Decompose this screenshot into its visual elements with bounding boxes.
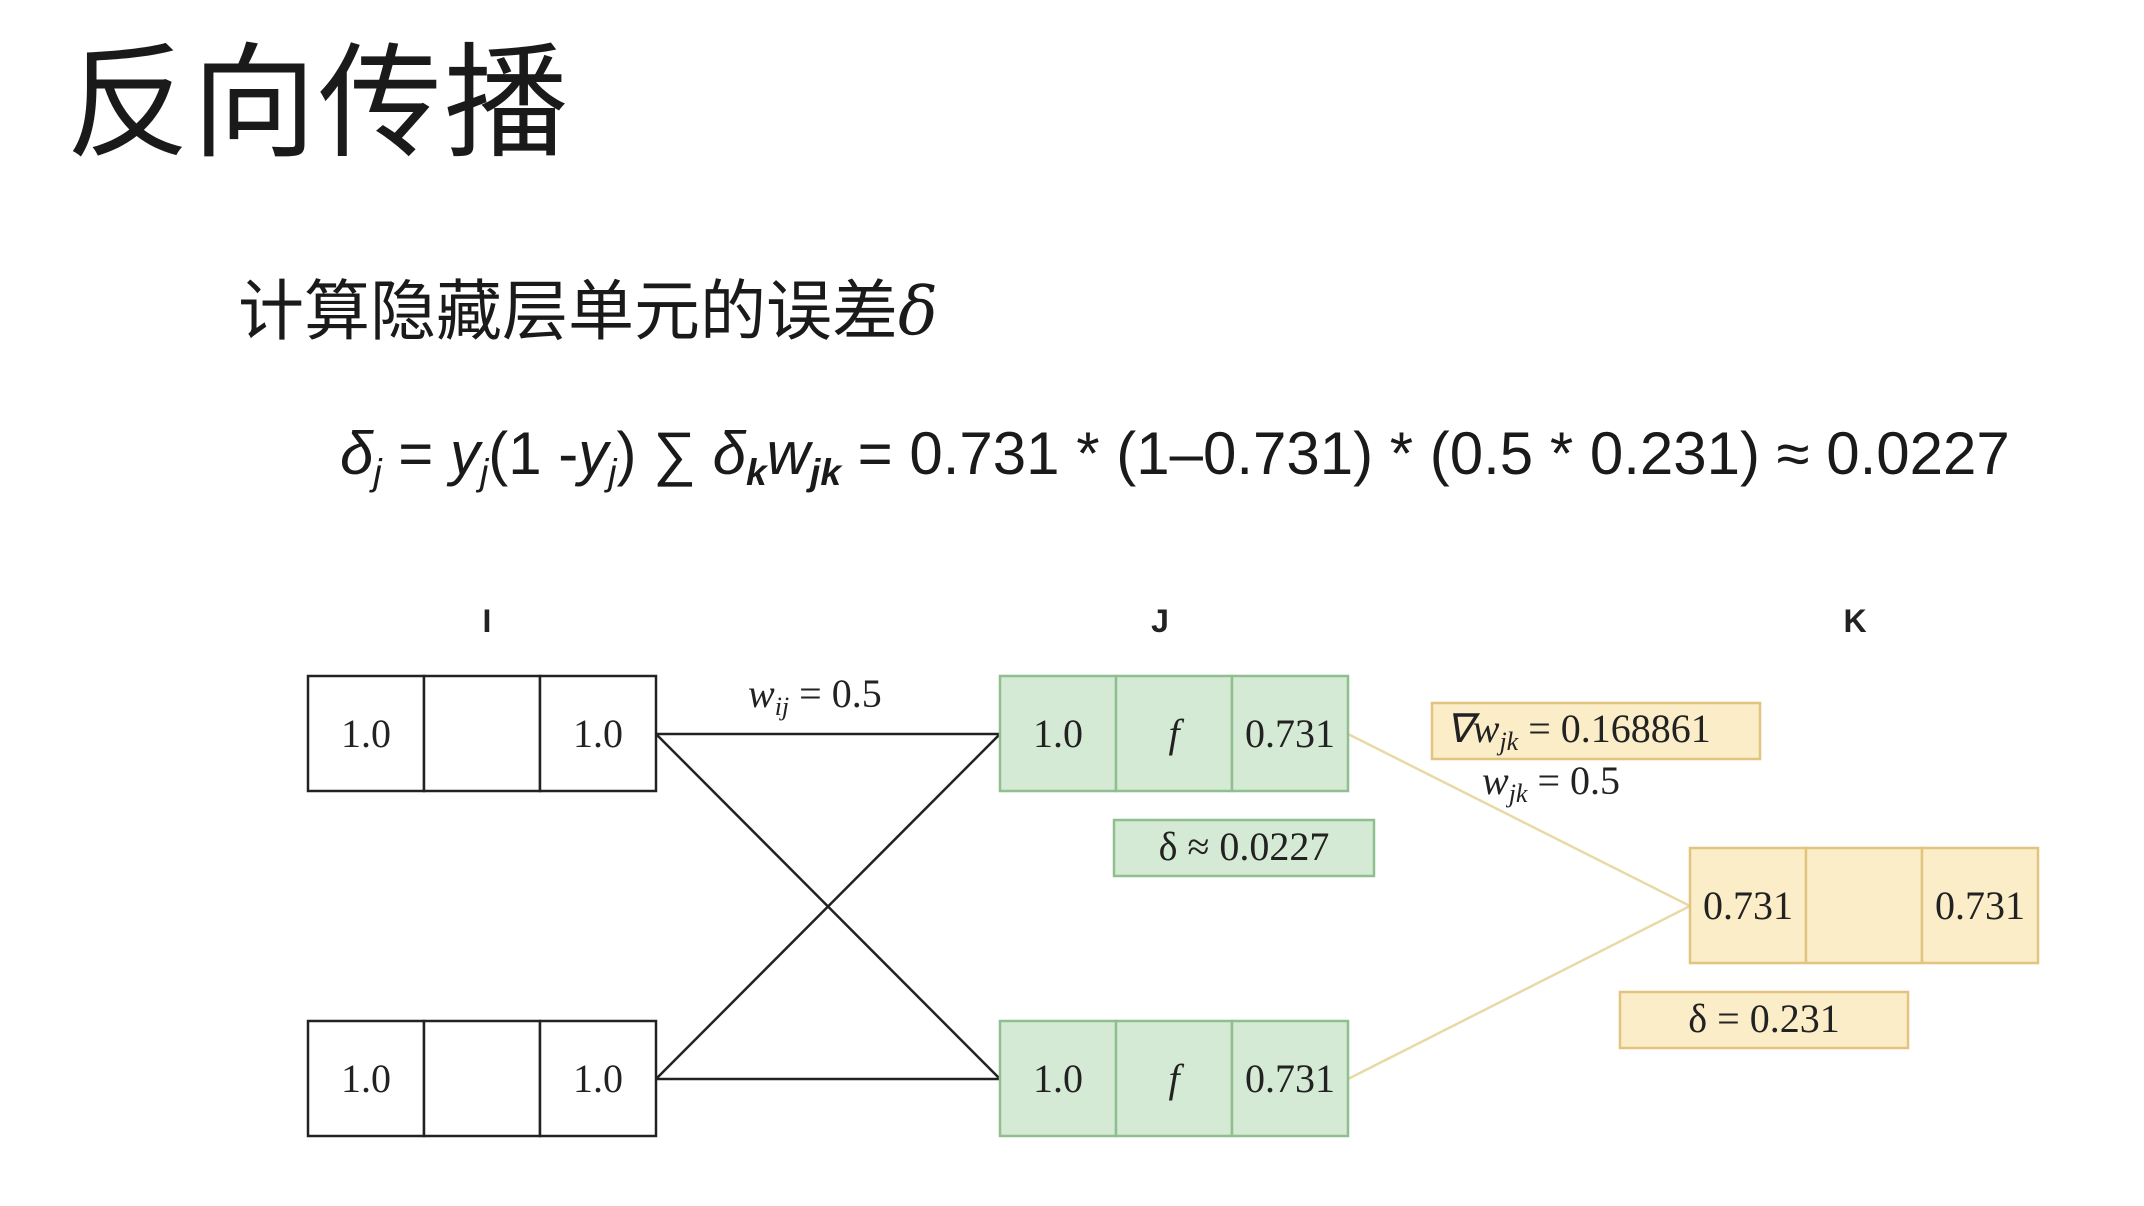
column-label-k: K bbox=[1843, 603, 1866, 639]
weights-j-to-k bbox=[1347, 732, 1691, 1081]
node-i2: 1.0 1.0 bbox=[306, 1019, 658, 1138]
weight-ij-value: = 0.5 bbox=[789, 671, 882, 716]
node-i2-cell-in bbox=[306, 1019, 426, 1138]
gradient-wjk-text: ∇wjk = 0.168861 bbox=[1446, 706, 1711, 756]
formula-sub-jk: jk bbox=[810, 451, 842, 494]
delta-j-value: δ ≈ 0.0227 bbox=[1159, 824, 1330, 869]
node-k: 0.731 0.731 bbox=[1688, 846, 2040, 965]
formula-sub-j-2: j bbox=[480, 451, 489, 494]
edge-i2-j1 bbox=[655, 733, 1001, 1080]
node-i1: 1.0 1.0 bbox=[306, 674, 658, 793]
delta-k-value: δ = 0.231 bbox=[1688, 996, 1839, 1041]
node-j2-input-value: 1.0 bbox=[1033, 1056, 1083, 1101]
node-j1-input-value: 1.0 bbox=[1033, 711, 1083, 756]
node-j1-output-value: 0.731 bbox=[1245, 711, 1335, 756]
weight-ij-symbol: w bbox=[748, 671, 775, 716]
node-i1-cell-mid bbox=[422, 674, 542, 793]
gradient-wjk-annotation: ∇wjk = 0.168861 bbox=[1430, 701, 1762, 761]
edge-j2-k bbox=[1347, 904, 1691, 1081]
node-i2-output-value: 1.0 bbox=[573, 1056, 623, 1101]
weight-jk-value: = 0.5 bbox=[1527, 758, 1620, 803]
weight-jk-symbol: w bbox=[1482, 758, 1509, 803]
formula-paren-open: (1 - bbox=[488, 420, 579, 487]
node-j2-cell-in bbox=[998, 1019, 1118, 1138]
node-k-input-value: 0.731 bbox=[1703, 883, 1793, 928]
node-k-cell-in bbox=[1688, 846, 1808, 965]
subtitle: 计算隐藏层单元的误差δ bbox=[238, 272, 938, 351]
node-i1-cell-in bbox=[306, 674, 426, 793]
gradient-wjk-box bbox=[1430, 701, 1762, 761]
node-j1-cell-in bbox=[998, 674, 1118, 793]
formula-w: w bbox=[766, 420, 810, 487]
node-i1-cell-out bbox=[538, 674, 658, 793]
node-j1: 1.0 f 0.731 bbox=[998, 674, 1350, 793]
node-j2-output-value: 0.731 bbox=[1245, 1056, 1335, 1101]
node-j1-cell-mid bbox=[1114, 674, 1234, 793]
node-k-cell-mid bbox=[1804, 846, 1924, 965]
gradient-wjk-subscript: jk bbox=[1496, 727, 1518, 756]
weight-ij-label: wij = 0.5 bbox=[748, 671, 882, 721]
gradient-wjk-value: = 0.168861 bbox=[1518, 706, 1711, 751]
node-j2-cell-out bbox=[1230, 1019, 1350, 1138]
gradient-wjk-symbol: ∇w bbox=[1446, 706, 1500, 751]
node-i1-input-value: 1.0 bbox=[341, 711, 391, 756]
delta-j-box bbox=[1112, 818, 1376, 878]
hidden-error-formula: δj = yj(1 -yj) ∑ δkwjk = 0.731 * (1–0.73… bbox=[340, 418, 2010, 495]
formula-rest: = 0.731 * (1–0.731) * (0.5 * 0.231) ≈ 0.… bbox=[841, 420, 2010, 487]
delta-k-annotation: δ = 0.231 bbox=[1618, 990, 1910, 1050]
formula-sub-j-3: j bbox=[608, 451, 617, 494]
weight-jk-subscript: jk bbox=[1506, 779, 1528, 808]
formula-eq-1: = bbox=[381, 420, 450, 487]
delta-j-annotation: δ ≈ 0.0227 bbox=[1112, 818, 1376, 878]
node-i2-cell-out bbox=[538, 1019, 658, 1138]
formula-y-2: y bbox=[578, 420, 609, 487]
node-i1-output-value: 1.0 bbox=[573, 711, 623, 756]
subtitle-text: 计算隐藏层单元的误差 bbox=[238, 273, 898, 350]
weight-jk-label: wjk = 0.5 bbox=[1482, 758, 1620, 808]
weights-i-to-j bbox=[655, 732, 1001, 1081]
slide-title: 反向传播 bbox=[66, 32, 571, 176]
node-j1-cell-out bbox=[1230, 674, 1350, 793]
weight-ij-subscript: ij bbox=[775, 692, 789, 721]
node-i2-input-value: 1.0 bbox=[341, 1056, 391, 1101]
edge-j1-k bbox=[1347, 732, 1691, 908]
column-label-i: I bbox=[483, 603, 492, 639]
formula-y-1: y bbox=[450, 420, 480, 487]
formula-sub-j-1: j bbox=[373, 451, 382, 494]
formula-delta: δ bbox=[340, 420, 374, 487]
node-i2-cell-mid bbox=[422, 1019, 542, 1138]
delta-k-box bbox=[1618, 990, 1910, 1050]
subtitle-delta-symbol: δ bbox=[898, 273, 938, 350]
formula-paren-close: ) ∑ bbox=[616, 420, 713, 487]
node-k-output-value: 0.731 bbox=[1935, 883, 2025, 928]
formula-delta-k: δ bbox=[712, 420, 746, 487]
node-j2: 1.0 f 0.731 bbox=[998, 1019, 1350, 1138]
column-label-j: J bbox=[1151, 603, 1169, 639]
node-k-cell-out bbox=[1920, 846, 2040, 965]
formula-sub-k: k bbox=[745, 451, 767, 494]
